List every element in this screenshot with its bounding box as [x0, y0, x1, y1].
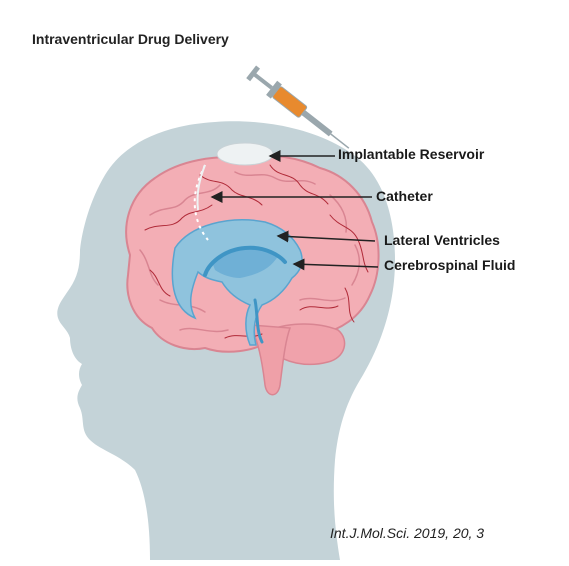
- label-lateral-ventricles: Lateral Ventricles: [384, 232, 500, 248]
- label-implantable-reservoir: Implantable Reservoir: [338, 146, 484, 162]
- implantable-reservoir: [217, 143, 273, 165]
- label-catheter: Catheter: [376, 188, 433, 204]
- label-cerebrospinal-fluid: Cerebrospinal Fluid: [384, 257, 515, 273]
- figure-title: Intraventricular Drug Delivery: [32, 31, 229, 47]
- citation: Int.J.Mol.Sci. 2019, 20, 3: [330, 525, 484, 541]
